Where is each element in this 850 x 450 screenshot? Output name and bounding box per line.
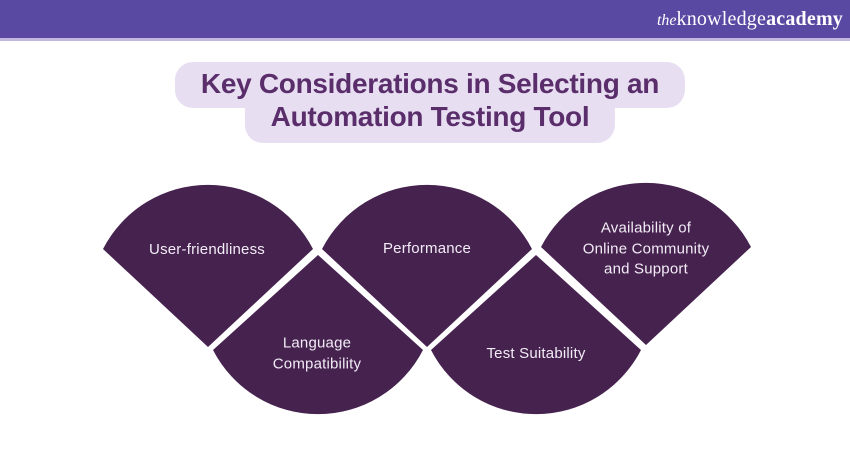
shape-language-compatibility-path — [213, 255, 423, 415]
shape-performance-path — [322, 184, 532, 347]
page-title: Key Considerations in Selecting an Autom… — [174, 62, 686, 143]
label-line: Availability of — [600, 219, 692, 237]
label-test-suitability: Test Suitability — [486, 344, 585, 365]
label-availability-of-online-community-and-support: Availability of Online Community and Sup… — [583, 218, 710, 280]
shape-test-suitability — [431, 255, 641, 415]
shape-user-friendliness-path — [103, 184, 313, 347]
label-line: Compatibility — [272, 355, 362, 372]
label-performance: Performance — [383, 239, 471, 260]
label-line: User-friendliness — [149, 240, 265, 258]
header-bar — [0, 0, 850, 38]
label-line: Language — [282, 334, 352, 352]
header-accent-line — [0, 38, 850, 41]
label-line: Test Suitability — [486, 344, 586, 362]
shape-performance — [322, 184, 532, 347]
brand-logo-academy: academy — [766, 8, 843, 30]
label-line: Performance — [382, 239, 472, 257]
shape-test-suitability-path — [431, 255, 641, 415]
brand-logo-the: the — [656, 12, 677, 29]
brand-logo-knowledge: knowledge — [676, 8, 767, 30]
shape-language-compatibility — [213, 255, 423, 415]
page-title-line-2: Automation Testing Tool — [244, 100, 616, 143]
label-line: and Support — [604, 260, 688, 278]
shape-availability-path — [541, 182, 751, 345]
label-user-friendliness: User-friendliness — [149, 240, 265, 261]
label-language-compatibility: Language Compatibility — [273, 334, 361, 375]
shape-user-friendliness — [103, 184, 313, 347]
shape-availability-of-online-community-and-support — [541, 182, 751, 345]
brand-logo: theknowledgeacademy — [657, 0, 843, 38]
label-line: Online Community — [582, 239, 710, 257]
